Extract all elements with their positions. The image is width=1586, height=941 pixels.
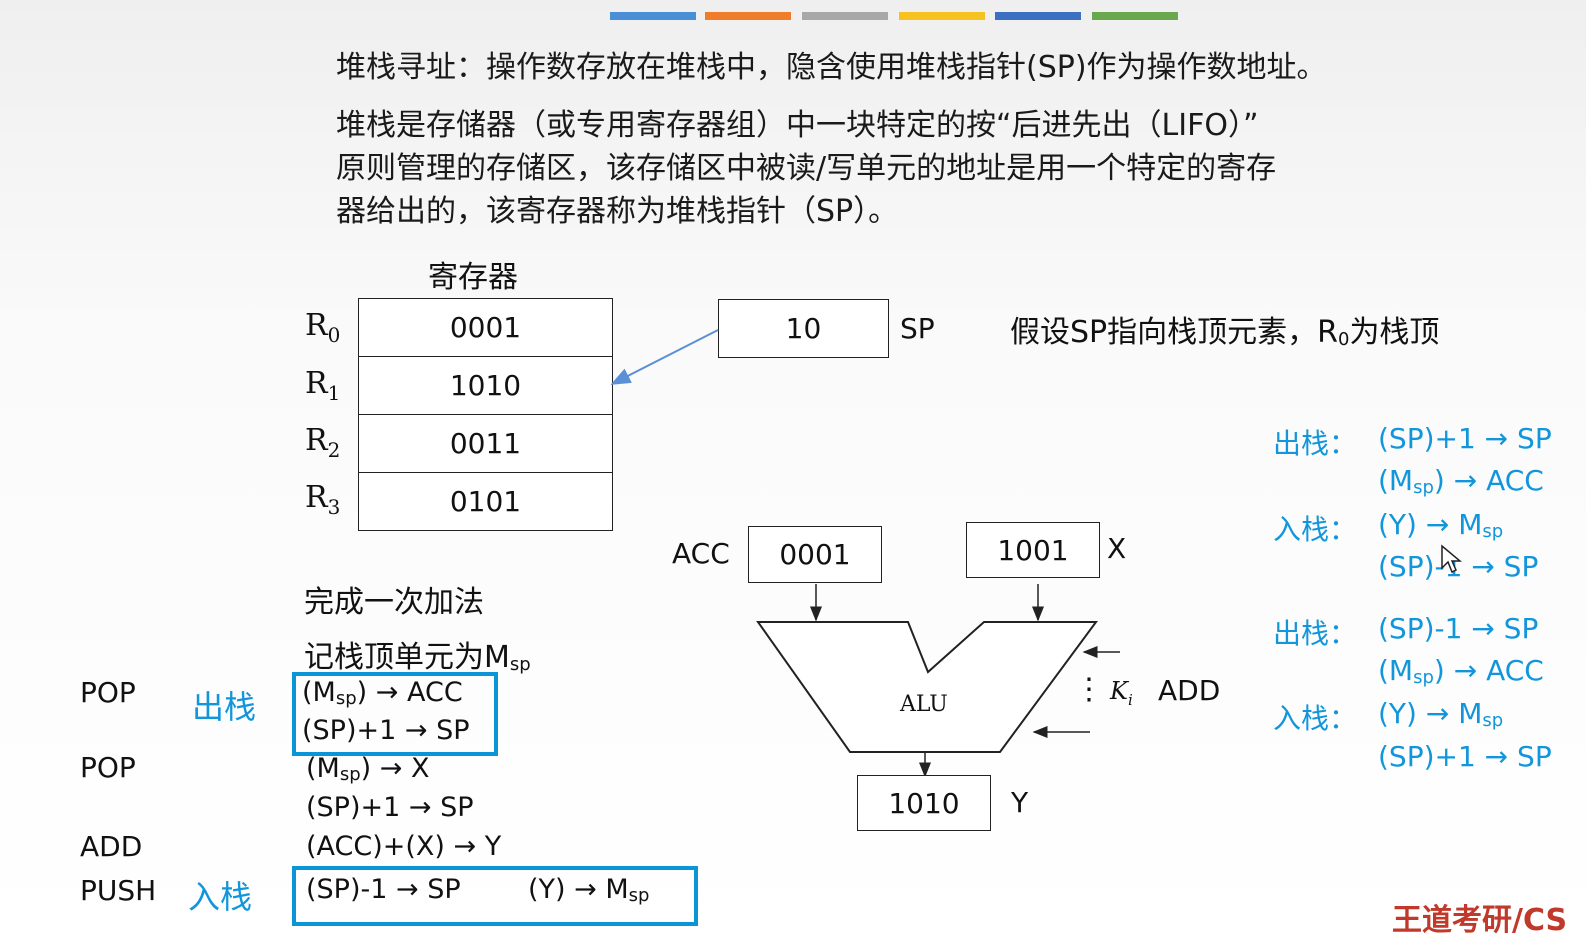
op-pop1-b: (SP)+1 → SP	[302, 715, 470, 746]
push-highlight-box	[292, 866, 698, 926]
acc-register-box: 0001	[748, 526, 882, 583]
pop-tag: 出栈	[192, 688, 257, 726]
register-label-r0: R0	[305, 308, 341, 347]
register-label-r3: R3	[305, 480, 341, 519]
op-pop1-a: (Msp) → ACC	[302, 677, 463, 709]
sp-assumption: 假设SP指向栈顶元素，R0为栈顶	[1010, 315, 1440, 350]
x-label: X	[1107, 532, 1127, 565]
alu-core-label: ALU	[900, 692, 948, 717]
alu-diagram	[756, 584, 1120, 778]
rules1-pop-label: 出栈：	[1273, 427, 1358, 460]
op-pop2-b: (SP)+1 → SP	[306, 792, 474, 823]
instr-push: PUSH	[80, 874, 157, 907]
rules2-push-label: 入栈：	[1273, 702, 1358, 735]
rules1-pop-2: (Msp) → ACC	[1378, 464, 1544, 498]
op-push-a: (SP)-1 → SP	[306, 874, 461, 905]
register-label-r2: R2	[305, 423, 341, 462]
accent-bar-4	[899, 12, 985, 20]
addition-note: 记栈顶单元为Msp	[304, 640, 531, 675]
accent-bar-5	[995, 12, 1081, 20]
pop-highlight-box	[292, 672, 498, 756]
rules1-push-1: (Y) → Msp	[1378, 508, 1504, 542]
push-tag: 入栈	[188, 878, 253, 916]
sp-label: SP	[900, 312, 935, 345]
accent-bar-1	[610, 12, 696, 20]
y-register-box: 1010	[857, 775, 991, 831]
mouse-cursor-icon	[1441, 544, 1462, 574]
alu-shape	[756, 621, 1098, 753]
instr-pop-1: POP	[80, 676, 136, 709]
register-cell-r2: 0011	[358, 414, 613, 473]
op-add: (ACC)+(X) → Y	[306, 831, 502, 862]
intro-line-4: 器给出的，该寄存器称为堆栈指针（SP）。	[336, 194, 899, 229]
register-cell-r3: 0101	[358, 472, 613, 531]
rules1-push-2: (SP)-1 → SP	[1378, 550, 1539, 583]
register-cell-r0: 0001	[358, 298, 613, 357]
rules2-push-1: (Y) → Msp	[1378, 697, 1504, 731]
rules2-pop-2: (Msp) → ACC	[1378, 654, 1544, 688]
sp-pointer-arrow	[610, 329, 719, 385]
register-label-r1: R1	[305, 366, 341, 405]
y-label: Y	[1011, 786, 1029, 819]
sp-register-box: 10	[718, 299, 889, 358]
register-title: 寄存器	[428, 260, 518, 295]
addition-title: 完成一次加法	[304, 585, 484, 620]
register-cell-r1: 1010	[358, 356, 613, 415]
acc-label: ACC	[672, 537, 730, 570]
alu-op-label: ADD	[1158, 674, 1221, 707]
instr-add: ADD	[80, 830, 143, 863]
intro-line-2: 堆栈是存储器（或专用寄存器组）中一块特定的按“后进先出（LIFO）”	[336, 108, 1259, 143]
accent-bar-2	[705, 12, 791, 20]
x-register-box: 1001	[966, 522, 1100, 578]
op-pop2-a: (Msp) → X	[306, 753, 430, 785]
rules1-pop-1: (SP)+1 → SP	[1378, 422, 1552, 455]
accent-bar-3	[802, 12, 888, 20]
rules2-pop-1: (SP)-1 → SP	[1378, 612, 1539, 645]
rules1-push-label: 入栈：	[1273, 513, 1358, 546]
intro-line-1: 堆栈寻址：操作数存放在堆栈中，隐含使用堆栈指针(SP)作为操作数地址。	[336, 50, 1327, 85]
op-push-b: (Y) → Msp	[528, 874, 650, 906]
instr-pop-2: POP	[80, 751, 136, 784]
ki-label: Ki	[1110, 677, 1133, 709]
rules2-push-2: (SP)+1 → SP	[1378, 740, 1552, 773]
intro-line-3: 原则管理的存储区，该存储区中被读/写单元的地址是用一个特定的寄存	[336, 151, 1277, 186]
accent-bar-6	[1092, 12, 1178, 20]
rules2-pop-label: 出栈：	[1273, 617, 1358, 650]
brand-logo: 王道考研/CS	[1392, 903, 1568, 938]
ki-dots: ⋮	[1074, 672, 1104, 707]
